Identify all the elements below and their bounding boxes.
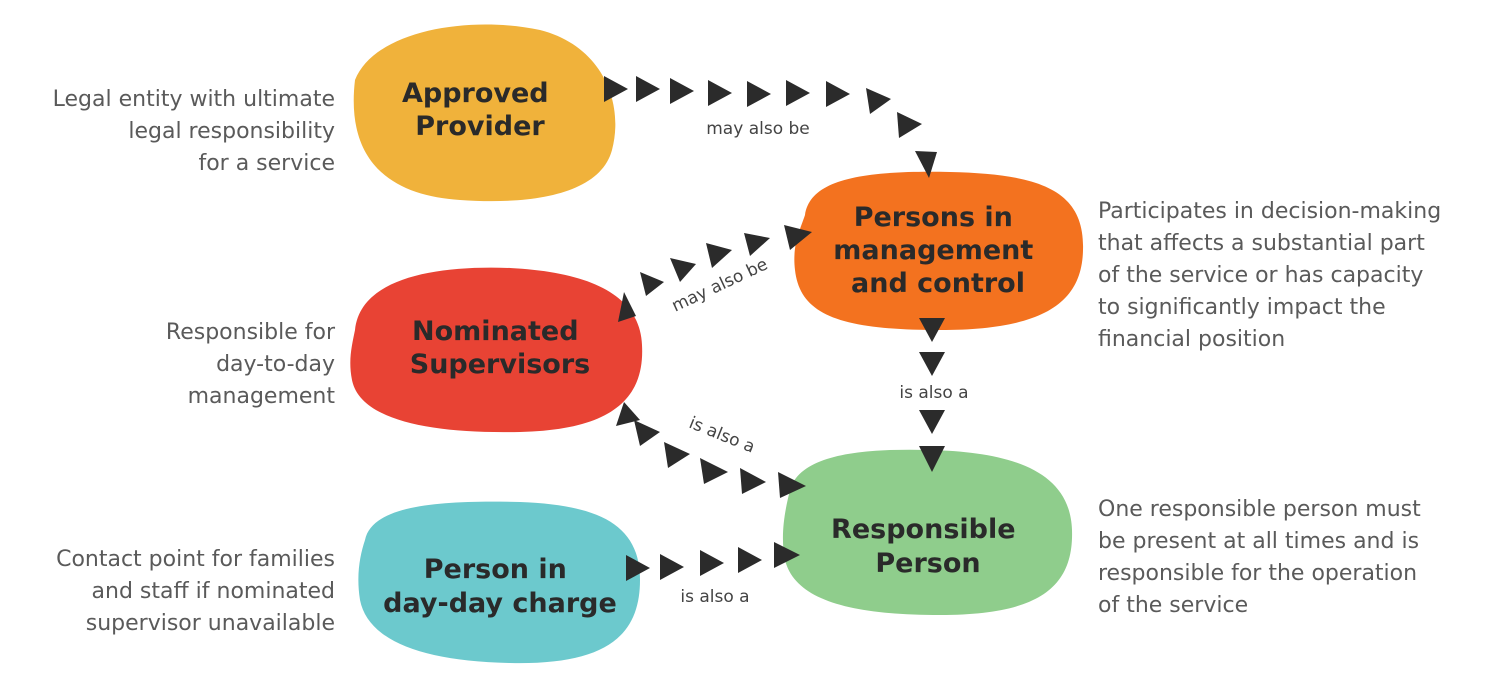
arrow-head-icon [919,410,945,434]
arrow-head-icon [634,420,660,446]
approved-provider-label: Approved Provider [402,78,558,142]
persons-in-management-blob [794,171,1084,330]
persons-in-management-description: Participates in decision-making that aff… [1098,199,1442,352]
arrow-head-icon [708,80,732,106]
arrow-head-icon [636,76,660,102]
arrow-head-icon [747,81,771,107]
arrow-head-icon [700,550,724,576]
approved-provider-description: Legal entity with ultimate legal respons… [52,87,335,176]
arrow-head-icon [706,243,732,268]
edge-label-management-to-responsible: is also a [899,383,968,403]
person-in-charge-blob [358,501,640,664]
arrow-head-icon [915,151,937,178]
arrow-head-icon [640,272,664,296]
arrow-head-icon [618,292,636,322]
arrow-head-icon [826,81,850,107]
person-in-charge-label: Person in day-day charge [383,554,617,619]
arrow-chain-provider-to-management [604,76,937,178]
arrow-head-icon [738,547,762,573]
arrow-head-icon [700,458,728,484]
arrow-head-icon [919,446,945,472]
edge-label-supervisors-to-responsible: is also a [686,413,758,457]
nominated-supervisors-label: Nominated Supervisors [410,316,590,380]
approved-provider-blob [353,24,616,202]
responsible-person-description: One responsible person must be present a… [1098,497,1421,618]
arrow-head-icon [670,258,696,282]
arrow-head-icon [664,442,690,468]
arrow-head-icon [740,468,766,494]
responsible-person-blob [782,449,1073,615]
arrow-head-icon [670,78,694,104]
arrow-chain-charge-to-responsible [626,542,800,581]
nominated-supervisors-description: Responsible for day-to-day management [165,320,335,409]
arrow-head-icon [784,225,812,250]
nominated-supervisors-blob [350,267,643,433]
arrow-head-icon [778,472,806,498]
arrow-chain-supervisors-to-responsible [616,402,806,498]
persons-in-management-label: Persons in management and control [833,202,1042,299]
arrow-head-icon [786,80,810,106]
responsible-person-label: Responsible Person [831,514,1025,579]
arrow-head-icon [866,88,891,114]
arrow-head-icon [660,554,684,580]
arrow-head-icon [919,352,945,376]
edge-label-charge-to-responsible: is also a [680,587,749,607]
person-in-charge-description: Contact point for families and staff if … [56,547,335,636]
arrow-chain-supervisors-to-management [618,225,812,322]
arrow-chain-management-to-responsible [919,318,945,472]
arrow-head-icon [604,76,628,102]
arrow-head-icon [626,555,650,581]
arrow-head-icon [774,542,800,568]
arrow-head-icon [897,112,922,138]
arrow-head-icon [744,233,770,256]
edge-label-provider-to-management: may also be [706,119,810,139]
arrow-head-icon [919,318,945,342]
